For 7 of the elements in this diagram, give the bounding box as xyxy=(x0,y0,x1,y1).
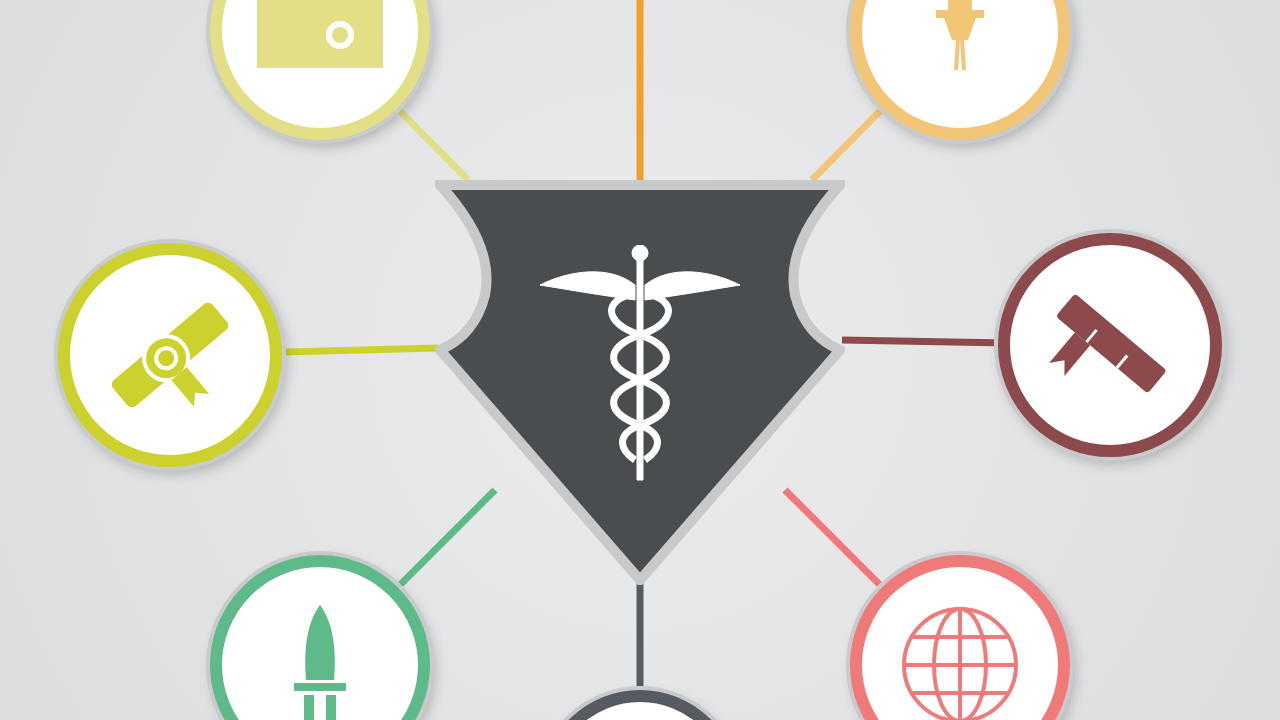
connector-line xyxy=(809,108,883,183)
connector-line xyxy=(397,108,471,183)
connector-line xyxy=(782,487,882,587)
connector-line xyxy=(636,0,644,180)
connector-line xyxy=(841,336,995,347)
connector-line xyxy=(398,487,498,587)
connector-line xyxy=(285,344,439,356)
